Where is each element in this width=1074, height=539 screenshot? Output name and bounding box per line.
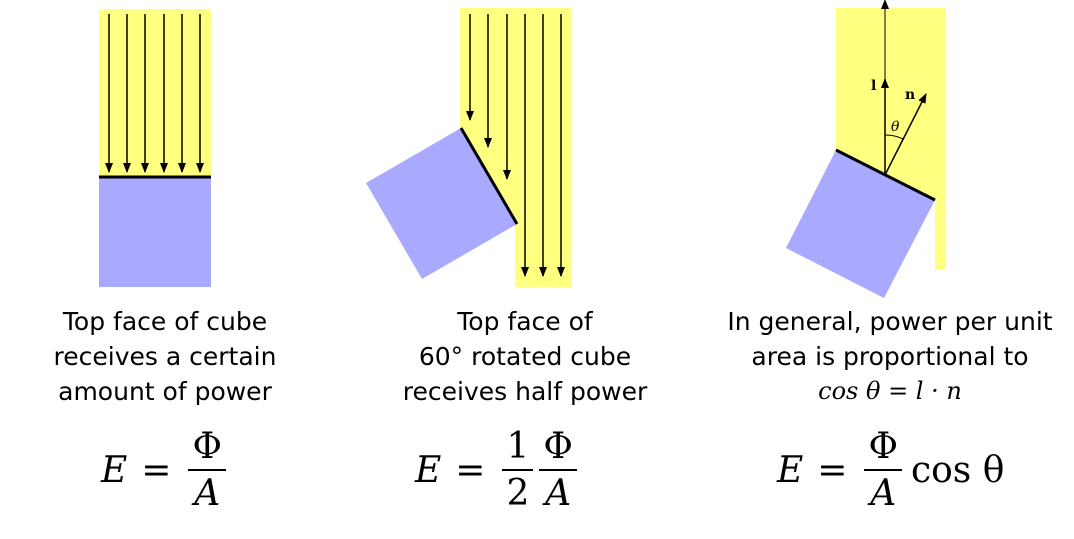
light-beam [836,8,946,270]
eq-equals: = [455,449,486,491]
caption-line: amount of power [58,377,272,406]
light-rays [466,14,565,277]
top-face-edge [459,127,519,225]
l-label: l [871,78,876,94]
caption-panel-2: Top face of 60° rotated cube receives ha… [375,304,675,409]
flux-over-area-fraction: Φ A [539,426,577,514]
flux-over-area-fraction: Φ A [864,426,902,514]
cube-face [99,177,211,287]
caption-math: cos θ = l · n [818,377,962,405]
panel-3-figure: l n θ [786,0,946,298]
equation-panel-1: E = Φ A [101,426,229,514]
fraction-numerator: 1 [506,426,530,467]
light-beam [99,9,211,176]
caption-line: area is proportional to [751,342,1029,371]
caption-panel-1: Top face of cube receives a certain amou… [15,304,315,409]
caption-panel-3: In general, power per unit area is propo… [710,304,1070,409]
rotated-cube [366,128,517,279]
equation-panel-2: E = 1 2 Φ A [415,426,580,514]
eq-lhs: E [101,449,128,491]
flux-over-area-fraction: Φ A [188,426,226,514]
caption-line: Top face of cube [62,307,268,336]
half-fraction: 1 2 [502,426,534,514]
theta-label: θ [891,119,900,135]
eq-equals: = [141,449,172,491]
fraction-denominator: 2 [506,473,530,514]
fraction-denominator: A [870,473,897,514]
fraction-denominator: A [194,473,221,514]
caption-line: 60° rotated cube [418,342,632,371]
equation-panel-3: E = Φ A cos θ [777,426,1004,514]
eq-lhs: E [777,449,804,491]
n-vector-arrow [884,93,927,176]
fraction-numerator: Φ [868,426,898,467]
caption-line: receives half power [402,377,648,406]
fraction-denominator: A [545,473,572,514]
caption-line: receives a certain [53,342,277,371]
theta-angle-arc [884,134,904,140]
caption-line: In general, power per unit [727,307,1053,336]
n-label: n [905,87,915,103]
cos-theta-term: cos θ [910,449,1005,491]
panel-2-figure [366,8,571,287]
light-rays [105,14,204,173]
eq-lhs: E [415,449,442,491]
caption-line: Top face of [457,307,593,336]
fraction-bar [539,469,577,471]
fraction-bar [864,469,902,471]
fraction-bar [502,469,534,471]
fraction-bar [188,469,226,471]
eq-equals: = [817,449,848,491]
tilted-cube [786,150,935,298]
panel-1-figure [99,9,211,287]
fraction-numerator: Φ [543,426,573,467]
fraction-numerator: Φ [192,426,222,467]
